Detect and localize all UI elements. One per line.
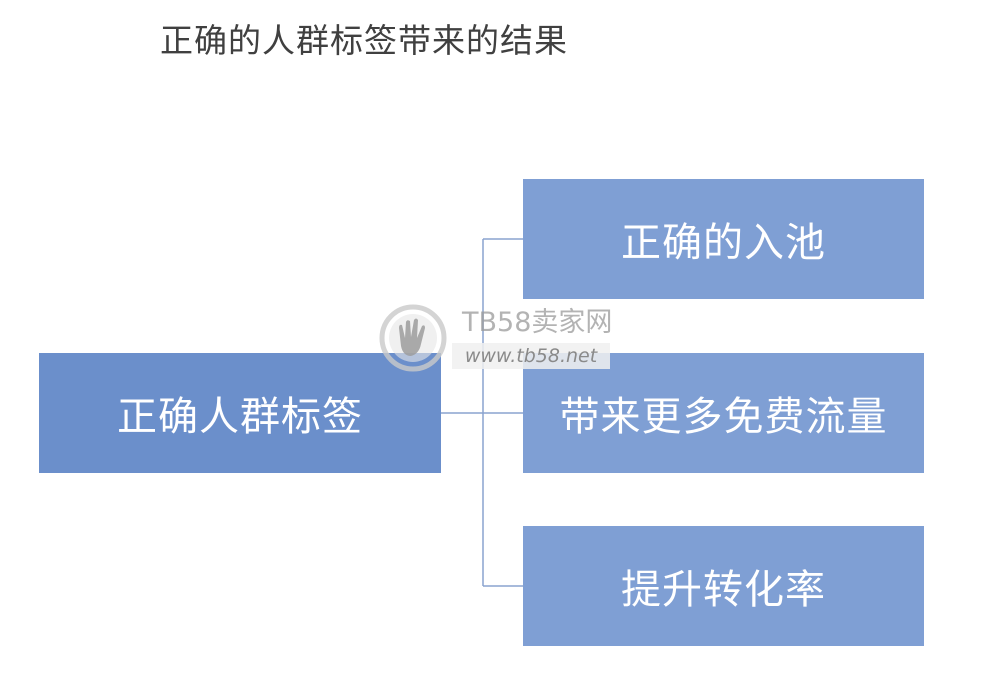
watermark-hand-logo-icon [379,304,447,372]
root-node: 正确人群标签 [39,353,441,473]
watermark-brand: TB58卖家网 [462,307,613,338]
child-node-label: 带来更多免费流量 [559,394,888,440]
child-node-2: 带来更多免费流量 [523,353,924,473]
diagram-title: 正确的人群标签带来的结果 [160,21,568,60]
watermark-url: www.tb58.net [452,343,610,369]
child-node-label: 提升转化率 [621,567,826,613]
child-node-3: 提升转化率 [523,526,924,646]
child-node-1: 正确的入池 [523,179,924,299]
child-node-label: 正确的入池 [621,220,826,266]
root-node-label: 正确人群标签 [117,394,363,440]
